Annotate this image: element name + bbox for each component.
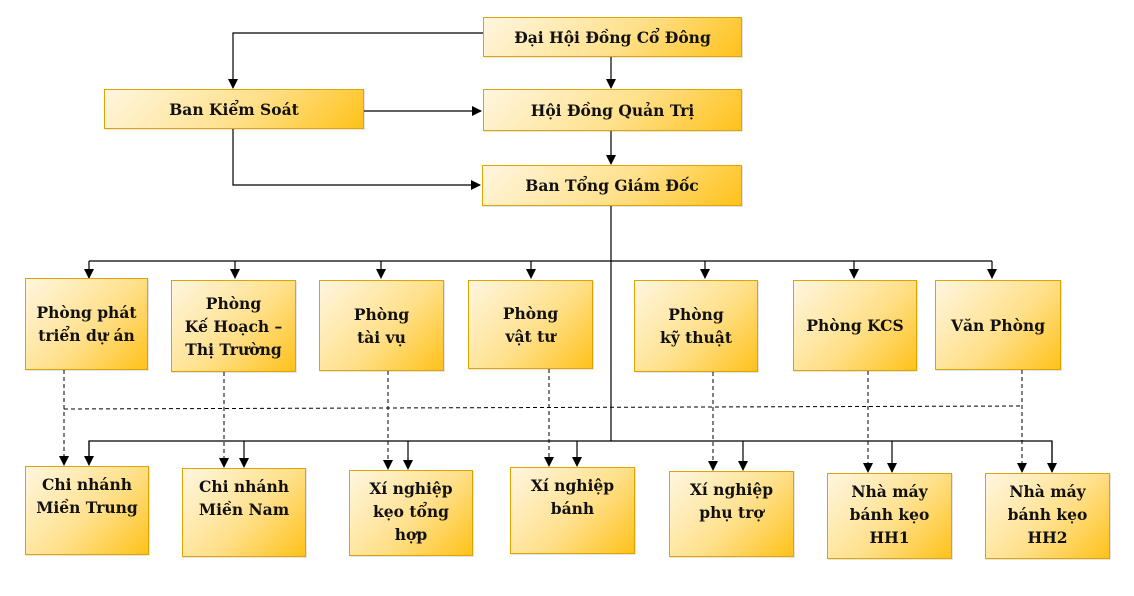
node-label: Nhà máy bánh kẹo HH2: [1007, 482, 1088, 547]
node-label: Ban Kiểm Soát: [169, 99, 299, 119]
node-label: Phòng Kế Hoạch – Thị Trường: [184, 293, 283, 359]
node-label: Văn Phòng: [950, 315, 1046, 335]
unit-bus: [88, 440, 1053, 470]
node-label: Xí nghiệp bánh: [530, 476, 615, 518]
node-label: Hội Đồng Quản Trị: [530, 100, 695, 120]
node-label: Phòng phát triển dự án: [36, 303, 137, 345]
node-phong-vat-tu: Phòng vật tư: [468, 280, 593, 369]
node-nha-may-hh2: Nhà máy bánh kẹo HH2: [985, 473, 1110, 559]
node-label: Phòng tài vụ: [353, 304, 410, 347]
node-phong-phat-trien-du-an: Phòng phát triển dự án: [25, 278, 148, 370]
link-dhdcd-bks: [228, 32, 483, 89]
node-label: Phòng vật tư: [502, 303, 559, 346]
node-phong-kcs: Phòng KCS: [793, 280, 917, 371]
node-label: Ban Tổng Giám Đốc: [525, 176, 699, 195]
node-label: Nhà máy bánh kẹo HH1: [849, 482, 930, 547]
node-xi-nghiep-keo-tong-hop: Xí nghiệp kẹo tổng hợp: [349, 470, 473, 556]
node-chi-nhanh-mien-trung: Chi nhánh Miền Trung: [25, 466, 149, 555]
node-label: Chi nhánh Miền Nam: [198, 477, 290, 519]
node-phong-tai-vu: Phòng tài vụ: [319, 280, 444, 371]
node-label: Xí nghiệp kẹo tổng hợp: [369, 479, 453, 544]
node-label: Xí nghiệp phụ trợ: [689, 480, 774, 522]
node-ban-kiem-soat: Ban Kiểm Soát: [104, 89, 364, 129]
node-label: Phòng kỹ thuật: [659, 305, 733, 347]
node-label: Chi nhánh Miền Trung: [36, 475, 138, 517]
node-hoi-dong-quan-tri: Hội Đồng Quản Trị: [483, 89, 742, 131]
node-phong-ky-thuat: Phòng kỹ thuật: [634, 280, 758, 372]
link-bks-btgd: [232, 129, 481, 190]
node-xi-nghiep-phu-tro: Xí nghiệp phụ trợ: [669, 471, 794, 557]
node-van-phong: Văn Phòng: [935, 280, 1061, 370]
node-dai-hoi-dong-co-dong: Đại Hội Đồng Cổ Đông: [483, 17, 742, 57]
node-label: Đại Hội Đồng Cổ Đông: [514, 27, 711, 47]
dashed-bus: [63, 405, 1023, 410]
node-label: Phòng KCS: [806, 316, 904, 335]
node-ban-tong-giam-doc: Ban Tổng Giám Đốc: [482, 165, 742, 206]
node-chi-nhanh-mien-nam: Chi nhánh Miền Nam: [182, 468, 306, 557]
node-phong-ke-hoach-thi-truong: Phòng Kế Hoạch – Thị Trường: [171, 280, 296, 372]
node-nha-may-hh1: Nhà máy bánh kẹo HH1: [827, 473, 952, 559]
node-xi-nghiep-banh: Xí nghiệp bánh: [510, 467, 635, 554]
